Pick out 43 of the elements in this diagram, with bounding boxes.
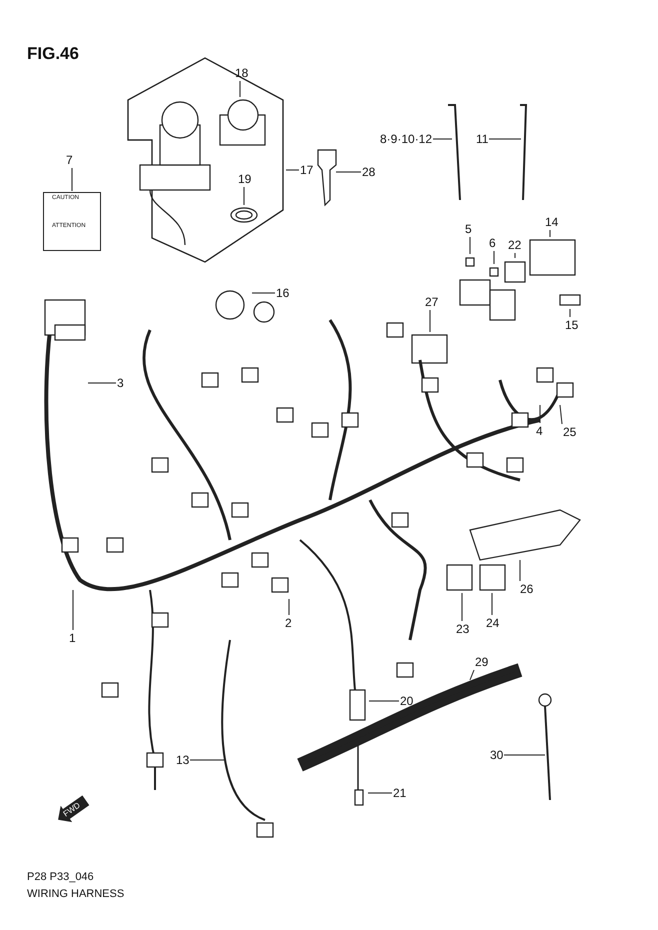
callout-number: 19 (238, 172, 252, 186)
leader-line (504, 754, 546, 756)
drawing-code: P28 P33_046 (27, 871, 94, 883)
callout-number: 30 (490, 748, 504, 762)
callout-number: 4 (536, 424, 543, 438)
callout-number: 2 (285, 616, 292, 630)
callout-number: 26 (520, 582, 534, 596)
callout-number: 11 (476, 132, 488, 146)
leader-line (560, 404, 562, 424)
callout-number: 1 (69, 631, 76, 645)
callout-number: 17 (300, 163, 314, 177)
drawing-caption: WIRING HARNESS (27, 888, 124, 900)
leader-line (488, 138, 522, 140)
leader-line (368, 792, 392, 794)
callout-number: 27 (425, 295, 438, 309)
callout-number: 3 (117, 376, 124, 390)
leader-line (252, 292, 276, 294)
leader-line (470, 670, 474, 680)
leader-line (288, 598, 290, 616)
callout-number: 18 (235, 66, 248, 80)
leader-line (368, 700, 400, 702)
callout-number: 7 (66, 153, 73, 167)
leader-line (514, 252, 516, 258)
callout-number: 16 (276, 286, 290, 300)
callout-number: 20 (400, 694, 414, 708)
callout-number: 22 (508, 238, 522, 252)
callout-number: 13 (176, 753, 190, 767)
callout-number: 28 (362, 165, 376, 179)
callout-number: 15 (565, 318, 578, 332)
figure-title: FIG.46 (27, 44, 79, 64)
callout-number: 5 (465, 222, 472, 236)
leader-line (72, 590, 74, 630)
leader-line (88, 382, 116, 384)
callout-number: 14 (545, 215, 558, 229)
leader-line (432, 138, 452, 140)
callout-number: 8·9·10·12 (380, 132, 432, 146)
callout-number: 21 (393, 786, 406, 800)
callout-number: 24 (486, 616, 500, 630)
callout-number: 6 (489, 236, 496, 250)
callout-number: 23 (456, 622, 470, 636)
callout-number: 25 (563, 425, 576, 439)
callout-number: 29 (475, 655, 488, 669)
warning-label (43, 192, 101, 251)
